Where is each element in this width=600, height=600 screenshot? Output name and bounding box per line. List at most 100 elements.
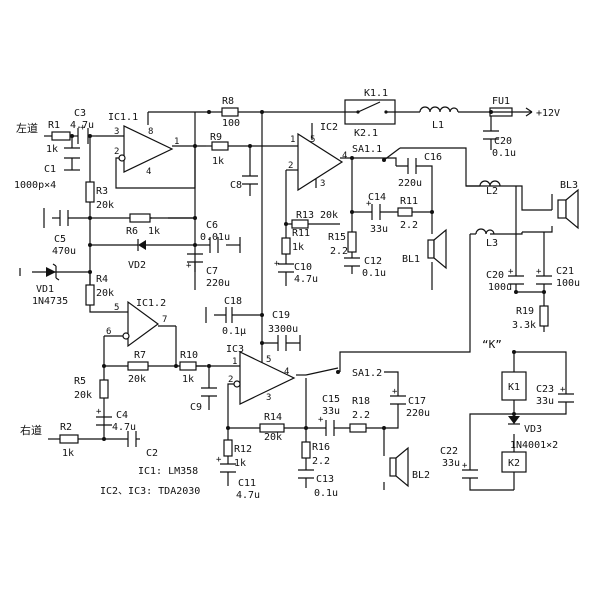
value-VD3: 1N4001×2 bbox=[510, 440, 558, 451]
value-C11: 4.7u bbox=[236, 490, 260, 501]
inductor-L1 bbox=[419, 106, 459, 113]
label-VD2: VD2 bbox=[128, 260, 146, 271]
capacitor-C5 bbox=[59, 210, 69, 226]
value-R11-output: 2.2 bbox=[400, 220, 418, 231]
value-R1: 1k bbox=[46, 144, 58, 155]
resistor-R2 bbox=[59, 434, 79, 444]
capacitor-C21 bbox=[536, 275, 552, 285]
label-K2-1: K2.1 bbox=[354, 128, 378, 139]
value-R18: 2.2 bbox=[352, 410, 370, 421]
value-C4: 4.7u bbox=[112, 422, 136, 433]
label-R6: R6 bbox=[126, 226, 138, 237]
value-C14: 33u bbox=[370, 224, 388, 235]
label-SA1-1: SA1.1 bbox=[352, 144, 382, 155]
value-C23: 33u bbox=[536, 396, 554, 407]
resistor-R3 bbox=[85, 181, 95, 203]
label-C14: C14 bbox=[368, 192, 386, 203]
pin-ic2-4: 4 bbox=[342, 151, 347, 161]
svg-text:+: + bbox=[274, 259, 280, 269]
label-IC1-2: IC1.2 bbox=[136, 298, 166, 309]
pin-ic1-1-3: 3 bbox=[114, 127, 119, 137]
pin-ic1-1-1: 1 bbox=[174, 137, 179, 147]
resistor-R14 bbox=[259, 423, 285, 433]
pin-ic3-3: 3 bbox=[266, 393, 271, 403]
pin-ic3-1: 1 bbox=[232, 357, 237, 367]
label-BL2: BL2 bbox=[412, 470, 430, 481]
value-R13: 20k bbox=[320, 210, 338, 221]
inductor-L3 bbox=[475, 228, 495, 235]
capacitors: + + + + + + bbox=[59, 123, 574, 479]
label-C17: C17 bbox=[408, 396, 426, 407]
opamp-IC1-1 bbox=[123, 125, 174, 173]
capacitor-C14 bbox=[371, 204, 381, 220]
diode-VD1 bbox=[46, 267, 56, 277]
label-C10: C10 bbox=[294, 262, 312, 273]
value-C12: 0.1u bbox=[362, 268, 386, 279]
label-R4: R4 bbox=[96, 274, 108, 285]
label-R16: R16 bbox=[312, 442, 330, 453]
value-C22: 33u bbox=[442, 458, 460, 469]
label-IC2: IC2 bbox=[320, 122, 338, 133]
labels: 左道 右道 +12V “K” IC1: LM358 IC2、IC3: TDA20… bbox=[14, 88, 580, 501]
capacitor-C2 bbox=[127, 431, 137, 447]
capacitor-C12 bbox=[344, 257, 360, 267]
opamp-IC1-2 bbox=[127, 300, 160, 348]
resistor-R1 bbox=[51, 131, 71, 141]
label-C5: C5 bbox=[54, 234, 66, 245]
resistor-R10 bbox=[179, 361, 197, 371]
pin-ic3-2: 2 bbox=[228, 375, 233, 385]
label-C4: C4 bbox=[116, 410, 128, 421]
label-R7: R7 bbox=[134, 350, 146, 361]
ic1-note: IC1: LM358 bbox=[138, 466, 198, 477]
label-IC1-1: IC1.1 bbox=[108, 112, 138, 123]
label-R8: R8 bbox=[222, 96, 234, 107]
capacitor-C7 bbox=[187, 253, 203, 263]
capacitor-C16 bbox=[407, 158, 417, 174]
capacitor-C10 bbox=[278, 263, 294, 273]
inductors bbox=[419, 106, 501, 235]
label-C12: C12 bbox=[364, 256, 382, 267]
speakers bbox=[389, 188, 579, 488]
value-C7: 220u bbox=[206, 278, 230, 289]
svg-text:+: + bbox=[536, 267, 542, 277]
label-C19: C19 bbox=[272, 310, 290, 321]
value-C20-100u: 100u bbox=[488, 282, 512, 293]
value-R10: 1k bbox=[182, 374, 194, 385]
label-C16: C16 bbox=[424, 152, 442, 163]
value-C21: 100u bbox=[556, 278, 580, 289]
resistor-R8 bbox=[221, 107, 239, 117]
resistor-R15 bbox=[347, 231, 357, 253]
label-C22: C22 bbox=[440, 446, 458, 457]
label-K1-1: K1.1 bbox=[364, 88, 388, 99]
left-channel-label: 左道 bbox=[16, 121, 38, 135]
label-R9: R9 bbox=[210, 132, 222, 143]
label-L3: L3 bbox=[486, 238, 498, 249]
amplifier-IC2 bbox=[297, 132, 344, 192]
speaker-BL2 bbox=[389, 446, 409, 488]
value-VD1: 1N4735 bbox=[32, 296, 68, 307]
value-R12: 1k bbox=[234, 458, 246, 469]
label-R13: R13 bbox=[296, 210, 314, 221]
label-C23: C23 bbox=[536, 384, 554, 395]
opamps bbox=[118, 125, 344, 405]
label-K2: K2 bbox=[508, 458, 520, 469]
inductor-L2 bbox=[466, 180, 501, 187]
label-C21: C21 bbox=[556, 266, 574, 277]
value-R9: 1k bbox=[212, 156, 224, 167]
label-FU1: FU1 bbox=[492, 96, 510, 107]
capacitor-C17 bbox=[390, 395, 406, 405]
svg-text:+: + bbox=[216, 455, 222, 465]
capacitor-C19 bbox=[277, 335, 287, 351]
relay-coil-K2 bbox=[501, 451, 527, 473]
diodes bbox=[46, 239, 520, 425]
label-C18: C18 bbox=[224, 296, 242, 307]
pin-ic3-4: 4 bbox=[284, 367, 289, 377]
resistor-R6 bbox=[129, 213, 151, 223]
label-C13: C13 bbox=[316, 474, 334, 485]
svg-text:+: + bbox=[462, 461, 468, 471]
label-R19: R19 bbox=[516, 306, 534, 317]
label-R2: R2 bbox=[60, 422, 72, 433]
label-R3: R3 bbox=[96, 186, 108, 197]
value-R2: 1k bbox=[62, 448, 74, 459]
